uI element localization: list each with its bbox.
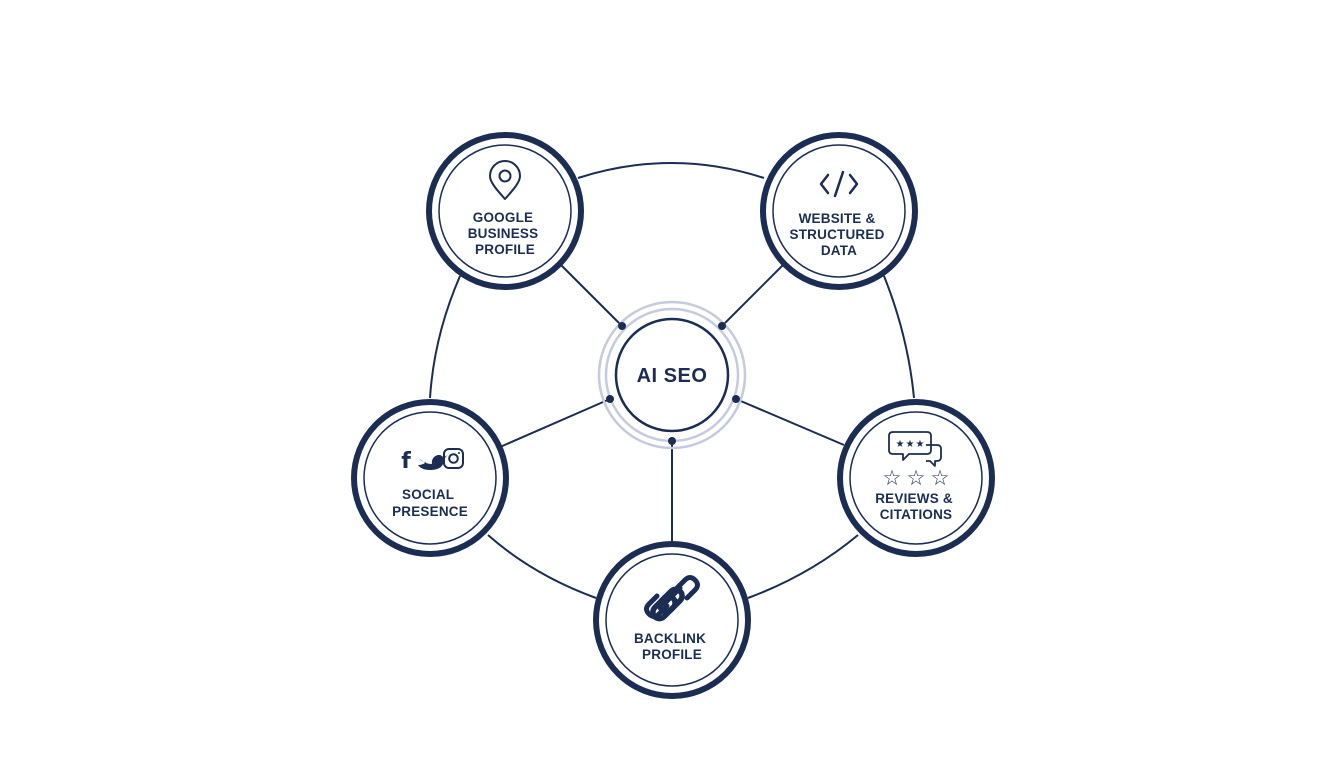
hub: AI SEO: [597, 300, 747, 450]
review-stars-icon: ★ ★ ★ ☆ ☆ ☆: [883, 431, 950, 490]
hub-circle: [614, 317, 730, 433]
spoke-website: [721, 264, 784, 327]
facebook-icon: f: [401, 449, 411, 474]
svg-text:★: ★: [916, 439, 925, 450]
node-website-structured-data: WEBSITE & STRUCTURED DATA: [760, 132, 918, 290]
label-line: PROFILE: [475, 242, 535, 257]
svg-text:★: ★: [896, 439, 905, 450]
label-line: BACKLINK: [634, 631, 706, 646]
arc-social-google: [429, 275, 461, 399]
node-social-presence: f SOCIAL PRESENCE: [351, 399, 509, 557]
rating-stars: ☆ ☆ ☆: [883, 466, 950, 490]
hub-halo-outer: [597, 300, 747, 450]
svg-text:★: ★: [906, 439, 915, 450]
label-line: CITATIONS: [880, 507, 953, 522]
dot-google: [618, 322, 626, 330]
label-line: PRESENCE: [392, 504, 468, 519]
bubble-stars: ★ ★ ★: [896, 439, 925, 450]
label-line: GOOGLE: [473, 210, 533, 225]
node-backlink-profile: BACKLINK PROFILE: [593, 541, 751, 699]
chain-link-icon-detail: [644, 575, 700, 619]
node-label: REVIEWS & CITATIONS: [875, 491, 957, 522]
dot-reviews: [732, 395, 740, 403]
hub-label: AI SEO: [637, 365, 708, 387]
label-line: SOCIAL: [402, 487, 454, 502]
dot-social: [606, 395, 614, 403]
svg-text:☆: ☆: [931, 466, 950, 490]
speech-bubble-back: [926, 444, 942, 467]
node-label: GOOGLE BUSINESS PROFILE: [468, 210, 543, 257]
label-line: BUSINESS: [468, 226, 539, 241]
arc-backlink-social: [487, 534, 597, 599]
twitter-bird-icon: [418, 455, 447, 470]
node-label: SOCIAL PRESENCE: [392, 487, 468, 519]
node-label: BACKLINK PROFILE: [634, 631, 710, 662]
label-line: STRUCTURED: [790, 227, 885, 242]
spoke-google: [560, 264, 623, 327]
instagram-icon: [443, 448, 464, 469]
spoke-reviews: [735, 398, 845, 446]
arc-website-reviews: [883, 275, 915, 399]
code-brackets-icon: [819, 170, 859, 198]
svg-text:☆: ☆: [883, 466, 902, 490]
arc-reviews-backlink: [747, 534, 859, 599]
arc-google-website: [577, 162, 765, 179]
label-line: WEBSITE &: [799, 211, 876, 226]
label-line: REVIEWS &: [875, 491, 953, 506]
social-media-icons: f: [401, 448, 464, 474]
spoke-social: [499, 398, 611, 448]
node-reviews-citations: ★ ★ ★ ☆ ☆ ☆ REVIEWS & CITATIONS: [837, 399, 995, 557]
label-line: DATA: [821, 243, 857, 258]
node-google-business-profile: GOOGLE BUSINESS PROFILE: [426, 132, 584, 290]
dot-website: [718, 322, 726, 330]
svg-text:☆: ☆: [907, 466, 926, 490]
speech-bubble-front: [888, 431, 932, 461]
label-line: PROFILE: [642, 647, 702, 662]
dot-backlink: [668, 437, 676, 445]
map-pin-icon: [489, 160, 521, 200]
node-label: WEBSITE & STRUCTURED DATA: [790, 211, 889, 258]
